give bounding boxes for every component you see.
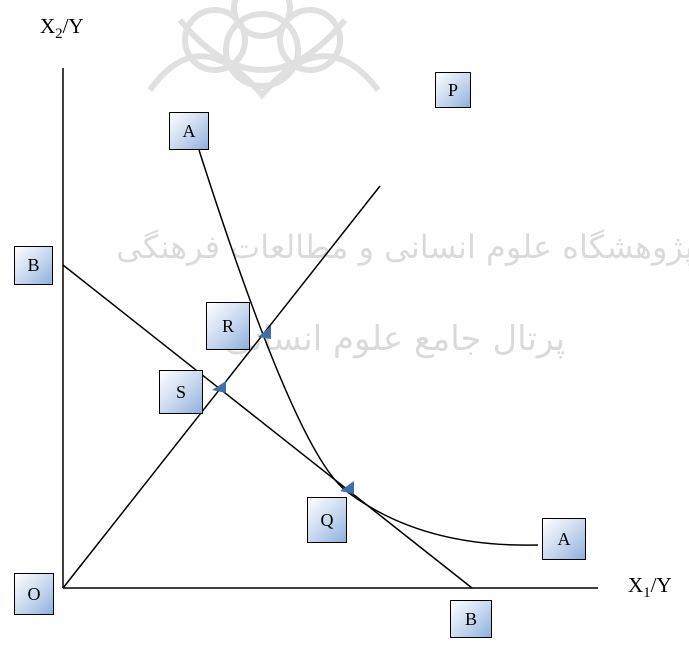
isoquant-aa: [198, 149, 539, 546]
x-axis-label-sub: 1: [643, 585, 651, 602]
label-a-top: A: [169, 112, 209, 150]
watermark: پژوهشگاه علوم انسانی و مطالعات فرهنگی پر…: [116, 0, 689, 359]
y-axis-label: X2/Y: [40, 14, 84, 43]
budget-line-bb: [62, 264, 473, 589]
watermark-emblem: [147, 0, 381, 100]
label-a-right: A: [542, 518, 586, 560]
y-axis-label-main: X: [40, 14, 56, 38]
label-p: P: [435, 72, 471, 108]
label-r: R: [206, 302, 250, 350]
x-axis-label: X1/Y: [628, 573, 672, 602]
x-axis-label-main: X: [628, 573, 644, 597]
watermark-text-1: پژوهشگاه علوم انسانی و مطالعات فرهنگی: [116, 228, 689, 266]
label-s: S: [159, 370, 203, 414]
x-axis-label-tail: /Y: [650, 573, 672, 597]
label-b-left: B: [14, 246, 53, 285]
marker-q: [340, 481, 354, 494]
label-b-bottom: B: [450, 600, 492, 638]
watermark-text-2: پرتال جامع علوم انسانی: [225, 319, 565, 359]
label-o: O: [14, 573, 54, 615]
label-q: Q: [307, 497, 347, 543]
marker-r: [258, 326, 271, 339]
y-axis-label-sub: 2: [55, 26, 63, 43]
y-axis-label-tail: /Y: [62, 14, 84, 38]
marker-s: [212, 381, 226, 393]
